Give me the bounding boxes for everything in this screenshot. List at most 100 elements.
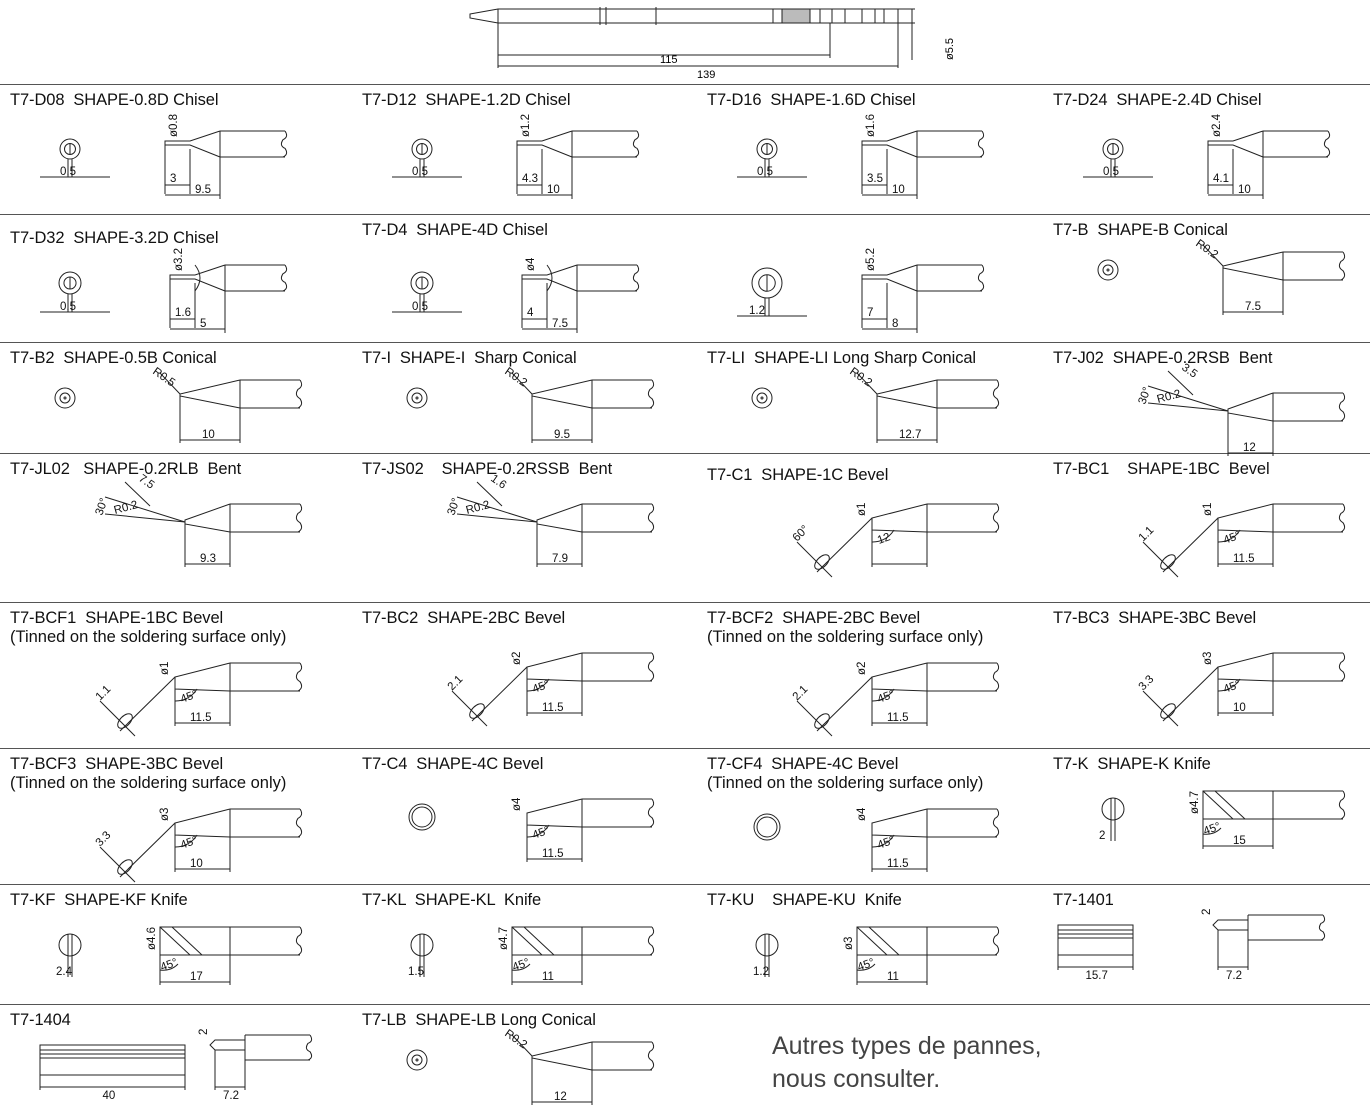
dim-115-label: 115 — [660, 54, 678, 66]
width-label: 0.5 — [412, 166, 428, 178]
tip-length-label: 3.5 — [867, 173, 883, 185]
length-label: 7.2 — [1226, 970, 1242, 982]
tip-title: T7-KL SHAPE-KL Knife — [362, 891, 542, 909]
angle-label: 45° — [511, 957, 531, 974]
bevel-width-label: 3.3 — [94, 829, 114, 849]
tip-title: T7-BCF1 SHAPE-1BC Bevel — [10, 609, 224, 627]
tip-length-label: 4.3 — [522, 173, 538, 185]
length-label: 12 — [554, 1091, 567, 1103]
radius-label: R0.2 — [113, 499, 140, 517]
taper-length-label: 9.5 — [195, 184, 211, 196]
angle-label: 45° — [1222, 679, 1242, 696]
radius-label: R0.2 — [1156, 388, 1183, 406]
tip-title: T7-C4 SHAPE-4C Bevel — [362, 755, 544, 773]
bevel-width-label: 60° — [791, 523, 812, 544]
angle-label: 45° — [876, 689, 896, 706]
thickness-label: 1.5 — [408, 966, 424, 978]
angle-label: 45° — [531, 679, 551, 696]
note-line-2: nous consulter. — [772, 1065, 941, 1093]
length-label: 12.7 — [899, 429, 921, 441]
diameter-label: ø3.2 — [173, 248, 185, 271]
diameter-label: ø1 — [856, 503, 868, 516]
radius-label: R0.2 — [502, 1028, 529, 1052]
blade-length-label: 40 — [103, 1090, 116, 1102]
tip-title: T7-BCF2 SHAPE-2BC Bevel — [707, 609, 921, 627]
length-label: 9.5 — [554, 429, 570, 441]
diameter-label: ø4 — [525, 257, 537, 271]
tip-drawing-c4: 45°11.5ø4 — [408, 797, 655, 862]
length-label: 10 — [202, 429, 215, 441]
bevel-width-label: 1.1 — [94, 683, 114, 703]
tip-drawing-lb: R0.2 12 — [406, 1028, 655, 1105]
tip-drawing-d08: ø0.80.539.5 — [40, 114, 288, 199]
angle-label: 45° — [1222, 530, 1242, 547]
tip-title: T7-BC1 SHAPE-1BC Bevel — [1053, 460, 1270, 478]
tip-length-label: 1.6 — [175, 307, 191, 319]
length-label: 12 — [1243, 442, 1256, 454]
tip-title: T7-JS02 SHAPE-0.2RSSB Bent — [362, 460, 613, 478]
tip-drawing-b: R0.27.5 — [1097, 238, 1346, 315]
diameter-label: ø2 — [511, 652, 523, 665]
tip-title: T7-D16 SHAPE-1.6D Chisel — [707, 91, 916, 109]
angle-label: 30° — [94, 497, 111, 517]
diameter-label: ø4 — [856, 807, 868, 821]
row-separator — [0, 342, 1370, 343]
tip-title: T7-KF SHAPE-KF Knife — [10, 891, 188, 909]
bevel-width-label: 2.1 — [446, 673, 466, 693]
diameter-label: ø1.2 — [520, 114, 532, 137]
tip-length-label: 4 — [527, 307, 534, 319]
tip-title: T7-LI SHAPE-LI Long Sharp Conical — [707, 349, 976, 367]
length-label: 17 — [190, 971, 203, 983]
angle-label: 30° — [1137, 386, 1154, 406]
tip-subtitle: (Tinned on the soldering surface only) — [707, 774, 984, 792]
thickness-label: 2.4 — [56, 966, 73, 978]
width-label: 0.5 — [1103, 166, 1119, 178]
tip-drawing-js02: 30°R0.21.67.9 — [446, 473, 655, 567]
bevel-width-label: 2.1 — [791, 683, 811, 703]
length-label: 7.2 — [223, 1090, 239, 1102]
length-label: 15 — [1233, 835, 1246, 847]
angle-label: 45° — [179, 835, 199, 852]
tip-title: T7-D24 SHAPE-2.4D Chisel — [1053, 91, 1262, 109]
thickness-label: 2 — [1201, 909, 1213, 915]
angle-label: 45° — [179, 689, 199, 706]
dim-diameter-label: ø5.5 — [944, 38, 956, 60]
bevel-width-label: 3.3 — [1137, 673, 1157, 693]
length-label: 11.5 — [190, 712, 212, 724]
tip-title: T7-1404 — [10, 1011, 71, 1029]
length-label: 11 — [542, 971, 554, 983]
tip-drawing-t1401: 15.727.2 — [1057, 909, 1326, 982]
diameter-label: ø5.2 — [865, 248, 877, 271]
tip-title: T7-J02 SHAPE-0.2RSB Bent — [1053, 349, 1273, 367]
tip-subtitle: (Tinned on the soldering surface only) — [10, 628, 287, 646]
tip-title: T7-C1 SHAPE-1C Bevel — [707, 466, 889, 484]
tip-title: T7-CF4 SHAPE-4C Bevel — [707, 755, 899, 773]
row-separator — [0, 453, 1370, 454]
radius-label: R0.5 — [150, 366, 177, 390]
